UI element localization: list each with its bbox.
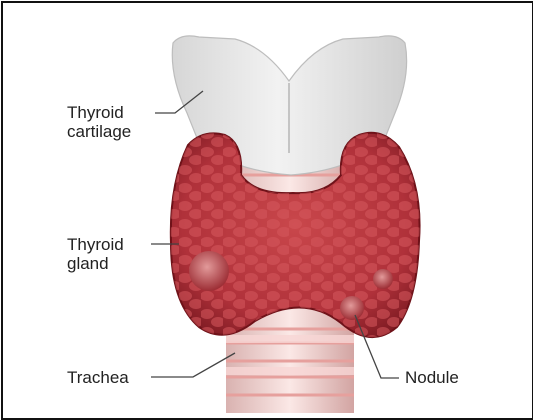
leader-line-trachea [151,353,235,377]
thyroid-illustration [3,3,533,420]
label-thyroid-cartilage-line2: cartilage [67,122,131,141]
label-thyroid-cartilage: Thyroid cartilage [67,103,131,141]
label-trachea: Trachea [67,368,129,387]
label-nodule: Nodule [405,368,459,387]
label-thyroid-gland-line1: Thyroid [67,235,124,254]
label-thyroid-gland-line2: gland [67,254,124,273]
label-thyroid-gland: Thyroid gland [67,235,124,273]
label-thyroid-cartilage-line1: Thyroid [67,103,131,122]
